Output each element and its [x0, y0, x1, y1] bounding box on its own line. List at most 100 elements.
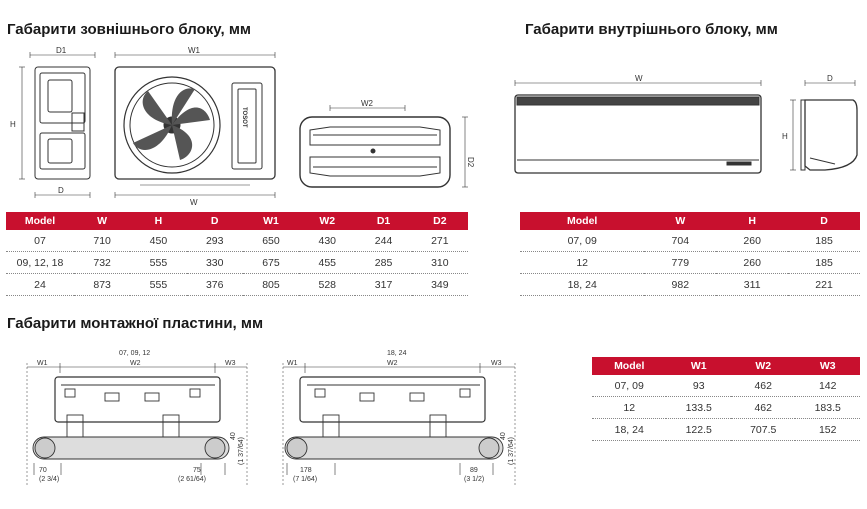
cell-model: 07 [6, 230, 74, 252]
cell: 310 [411, 251, 468, 274]
column-header: W2 [299, 212, 356, 230]
cell: 142 [795, 375, 860, 397]
column-header: W1 [666, 357, 731, 375]
plate-right [282, 363, 516, 485]
plate-left-side-in: (1 37/64) [238, 437, 245, 465]
cell-model: 07, 09 [592, 375, 667, 397]
cell: 122.5 [666, 418, 731, 441]
indoor-dim-d: D [827, 74, 833, 83]
column-header: W3 [795, 357, 860, 375]
cell: 285 [355, 251, 412, 274]
cell: 707.5 [730, 418, 796, 441]
cell: 555 [130, 251, 187, 274]
dim-w1: W1 [188, 46, 201, 55]
dim-w: W [190, 198, 198, 207]
cell: 93 [666, 375, 731, 397]
plate-left-w2: W2 [130, 360, 141, 367]
dim-w2: W2 [361, 99, 374, 108]
cell: 221 [788, 273, 860, 296]
column-header: H [130, 212, 187, 230]
column-header: D1 [355, 212, 412, 230]
table-header-row: Model W H D W1 W2 D1 D2 [6, 212, 468, 230]
column-header: W1 [242, 212, 300, 230]
cell: 873 [74, 273, 131, 296]
cell: 317 [355, 273, 412, 296]
plate-left [26, 363, 248, 485]
indoor-title: Габарити внутрішнього блоку, мм [525, 21, 778, 38]
indoor-dim-w: W [635, 74, 643, 83]
cell: 650 [242, 230, 300, 252]
brand-logo: TOSOT [241, 107, 247, 128]
plate-right-w2: W2 [387, 360, 398, 367]
column-header: D [788, 212, 860, 230]
plate-right-bottom-right: 89 [470, 467, 478, 474]
column-header: H [716, 212, 789, 230]
cell: 805 [242, 273, 300, 296]
dim-d1: D1 [56, 46, 67, 55]
cell: 185 [788, 251, 860, 274]
plate-left-w3: W3 [225, 360, 236, 367]
table-header-row: Model W1 W2 W3 [592, 357, 860, 375]
plate-right-bottom-left: 178 [300, 467, 312, 474]
cell: 376 [186, 273, 243, 296]
plate-left-w1: W1 [37, 360, 48, 367]
plate-right-bottom-right-in: (3 1/2) [464, 476, 484, 483]
outdoor-side-view [19, 52, 96, 198]
cell: 982 [644, 273, 717, 296]
cell: 260 [716, 251, 789, 274]
cell-model: 12 [520, 251, 645, 274]
outdoor-top-view [299, 105, 468, 188]
indoor-unit-drawing: W D H [505, 70, 865, 190]
plate-right-bottom-left-in: (7 1/64) [293, 476, 317, 483]
cell: 311 [716, 273, 789, 296]
cell: 133.5 [666, 396, 731, 419]
cell: 450 [130, 230, 187, 252]
dim-h: H [10, 120, 16, 129]
cell: 271 [411, 230, 468, 252]
dim-d: D [58, 186, 64, 195]
cell-model: 07, 09 [520, 230, 645, 252]
outdoor-title: Габарити зовнішнього блоку, мм [7, 21, 252, 38]
outdoor-front-view [114, 52, 276, 198]
plate-left-bottom-left: 70 [39, 467, 47, 474]
mounting-plate-drawing: 07, 09, 12 W1 W2 W3 70 (2 3/4) 75 (2 61/… [15, 345, 535, 495]
cell: 462 [730, 375, 796, 397]
cell: 710 [74, 230, 131, 252]
column-header: Model [520, 212, 645, 230]
plate-title: Габарити монтажної пластини, мм [7, 315, 264, 332]
dim-d2: D2 [466, 157, 475, 168]
cell: 349 [411, 273, 468, 296]
cell-model: 09, 12, 18 [6, 251, 74, 274]
cell-model: 12 [592, 396, 667, 419]
cell: 293 [186, 230, 243, 252]
plate-right-side-in: (1 37/64) [508, 437, 515, 465]
cell-model: 18, 24 [520, 273, 645, 296]
plate-left-bottom-right: 75 [193, 467, 201, 474]
plate-left-bottom-right-in: (2 61/64) [178, 476, 206, 483]
cell: 779 [644, 251, 717, 274]
cell: 430 [299, 230, 356, 252]
column-header: W2 [730, 357, 796, 375]
plate-right-w1: W1 [287, 360, 298, 367]
outdoor-unit-drawing: D1 H D W1 W TOSOT [0, 45, 480, 210]
column-header: W [644, 212, 717, 230]
plate-right-w3: W3 [491, 360, 502, 367]
cell: 185 [788, 230, 860, 252]
cell: 330 [186, 251, 243, 274]
cell: 555 [130, 273, 187, 296]
table-header-row: Model W H D [520, 212, 860, 230]
plate-right-title: 18, 24 [387, 350, 407, 357]
plate-left-side: 40 [230, 432, 237, 440]
cell: 152 [795, 418, 860, 441]
cell: 183.5 [795, 396, 860, 419]
